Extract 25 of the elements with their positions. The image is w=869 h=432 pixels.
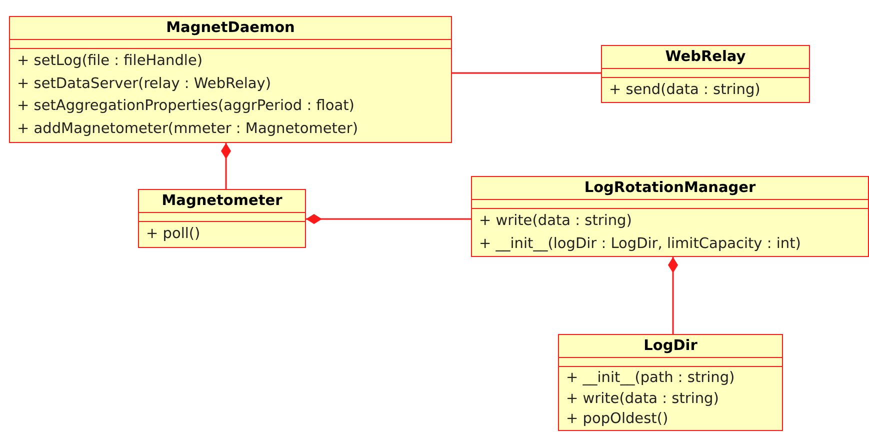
class-box — [138, 189, 306, 248]
method-text: + setLog(file : fileHandle) — [17, 52, 203, 71]
method-text: + popOldest() — [566, 410, 668, 429]
class-box — [9, 16, 452, 143]
method-text: + setDataServer(relay : WebRelay) — [17, 74, 272, 94]
class-box — [601, 45, 810, 103]
class-box — [558, 334, 783, 431]
class-name: LogRotationManager — [472, 177, 868, 200]
method-text: + write(data : string) — [479, 212, 632, 231]
method-text: + send(data : string) — [609, 81, 760, 100]
composition-line — [668, 257, 678, 334]
composition-line — [221, 143, 231, 189]
class-name: Magnetometer — [139, 190, 305, 213]
composition-line — [306, 214, 471, 224]
method-text: + __init__(logDir : LogDir, limitCapacity : int) — [479, 234, 801, 254]
class-name: LogDir — [559, 335, 782, 358]
method-text: + setAggregationProperties(aggrPeriod : float) — [17, 97, 354, 116]
method-text: + poll() — [146, 225, 200, 244]
class-name: MagnetDaemon — [10, 17, 451, 40]
method-text: + addMagnetometer(mmeter : Magnetometer) — [17, 120, 358, 138]
method-text: + __init__(path : string) — [566, 369, 735, 388]
method-text: + write(data : string) — [566, 390, 719, 408]
association-line — [452, 72, 601, 74]
class-name: WebRelay — [602, 46, 809, 69]
class-box — [471, 176, 869, 257]
